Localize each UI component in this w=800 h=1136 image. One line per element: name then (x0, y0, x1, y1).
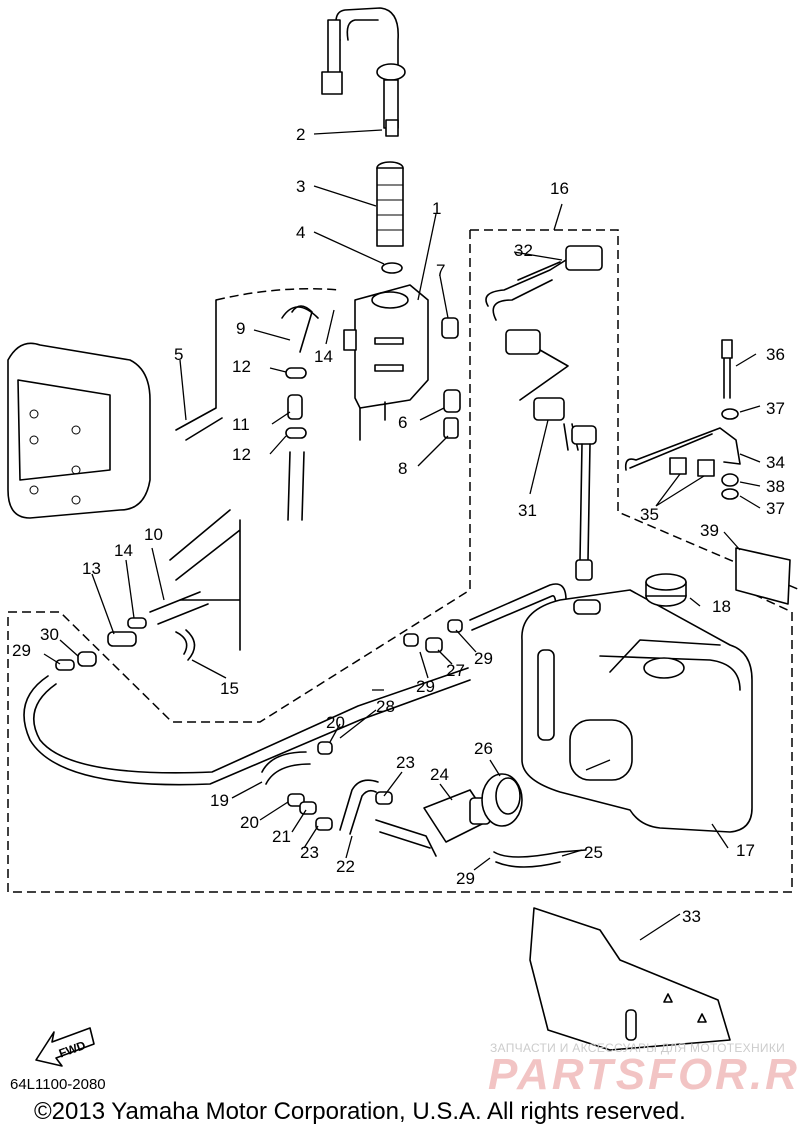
oil-pump (375, 789, 491, 857)
part-label-24: 24 (430, 765, 449, 784)
part-label-20b: 20 (240, 813, 259, 832)
assembly-boundaries (7, 229, 800, 893)
part-label-22: 22 (336, 857, 355, 876)
engine-cover (7, 342, 151, 519)
part-label-10: 10 (144, 525, 163, 544)
part-label-39: 39 (700, 521, 719, 540)
part-label-26: 25 (584, 843, 603, 862)
part-label-13: 13 (82, 559, 101, 578)
part-label-14a: 14 (314, 347, 333, 366)
left-fittings (55, 617, 196, 671)
part-label-7: 7 (436, 261, 445, 280)
part-label-12b: 12 (232, 445, 251, 464)
part-label-33: 33 (682, 907, 701, 926)
engine-bracket (149, 509, 241, 651)
watermark-logo: PARTSFOR.RU (488, 1050, 800, 1099)
hose-26 (493, 849, 587, 868)
part-label-32: 32 (514, 241, 533, 260)
main-hose-loop (23, 667, 471, 786)
part-label-34: 34 (766, 453, 785, 472)
part-label-15: 15 (220, 679, 239, 698)
part-label-9: 9 (236, 319, 245, 338)
grommet (381, 262, 403, 274)
fwd-arrow: FWD (35, 1027, 95, 1067)
copyright-notice: ©2013 Yamaha Motor Corporation, U.S.A. A… (34, 1098, 686, 1125)
part-label-23b: 23 (300, 843, 319, 862)
part-label-17: 17 (736, 841, 755, 860)
leader-lines (43, 129, 761, 941)
diagram-code: 64L1100-2080 (10, 1076, 106, 1093)
part-label-18: 18 (712, 597, 731, 616)
oil-level-sender (321, 7, 406, 137)
part-label-29d: 29 (456, 869, 475, 888)
part-label-12a: 12 (232, 357, 251, 376)
base-plate (529, 907, 731, 1051)
part-label-5: 5 (174, 345, 183, 364)
part-label-31: 31 (518, 501, 537, 520)
part-label-19: 19 (210, 791, 229, 810)
part-label-2: 2 (296, 125, 305, 144)
part-labels: 2 3 4 1 7 9 5 14 12 11 6 12 8 10 13 14 3… (12, 125, 785, 926)
part-label-8: 8 (398, 459, 407, 478)
filler-cap (643, 573, 687, 679)
center-fittings (261, 583, 567, 835)
part-label-38: 38 (766, 477, 785, 496)
part-label-1: 1 (432, 199, 441, 218)
part-label-35: 35 (640, 505, 659, 524)
part-label-29b: 29 (474, 649, 493, 668)
part-label-16: 16 (550, 179, 569, 198)
part-label-37b: 37 (766, 499, 785, 518)
part-label-27: 27 (446, 661, 465, 680)
part-label-29c: 29 (416, 677, 435, 696)
pump-cap (481, 773, 523, 827)
oil-filter (376, 161, 404, 247)
part-label-11: 11 (232, 415, 250, 434)
sensor-harness (485, 245, 603, 615)
part-label-6: 6 (398, 413, 407, 432)
part-label-14b: 14 (114, 541, 133, 560)
part-label-36: 36 (766, 345, 785, 364)
label-plate (735, 547, 791, 605)
small-fittings (441, 317, 461, 439)
hoses-upper (175, 299, 319, 521)
part-label-4: 4 (296, 223, 305, 242)
part-label-37a: 37 (766, 399, 785, 418)
tank-bracket (624, 339, 741, 500)
part-label-25: 26 (474, 739, 493, 758)
part-label-28: 28 (376, 697, 395, 716)
part-label-23a: 23 (396, 753, 415, 772)
part-label-21: 21 (272, 827, 291, 846)
main-oil-tank (521, 589, 753, 833)
part-label-3: 3 (296, 177, 305, 196)
part-label-20a: 20 (326, 713, 345, 732)
part-label-29a: 29 (12, 641, 31, 660)
sub-oil-tank (343, 284, 429, 441)
part-label-30: 30 (40, 625, 59, 644)
watermark-tagline: ЗАПЧАСТИ И АКСЕССУАРЫ ДЛЯ МОТОТЕХНИКИ (490, 1041, 786, 1055)
